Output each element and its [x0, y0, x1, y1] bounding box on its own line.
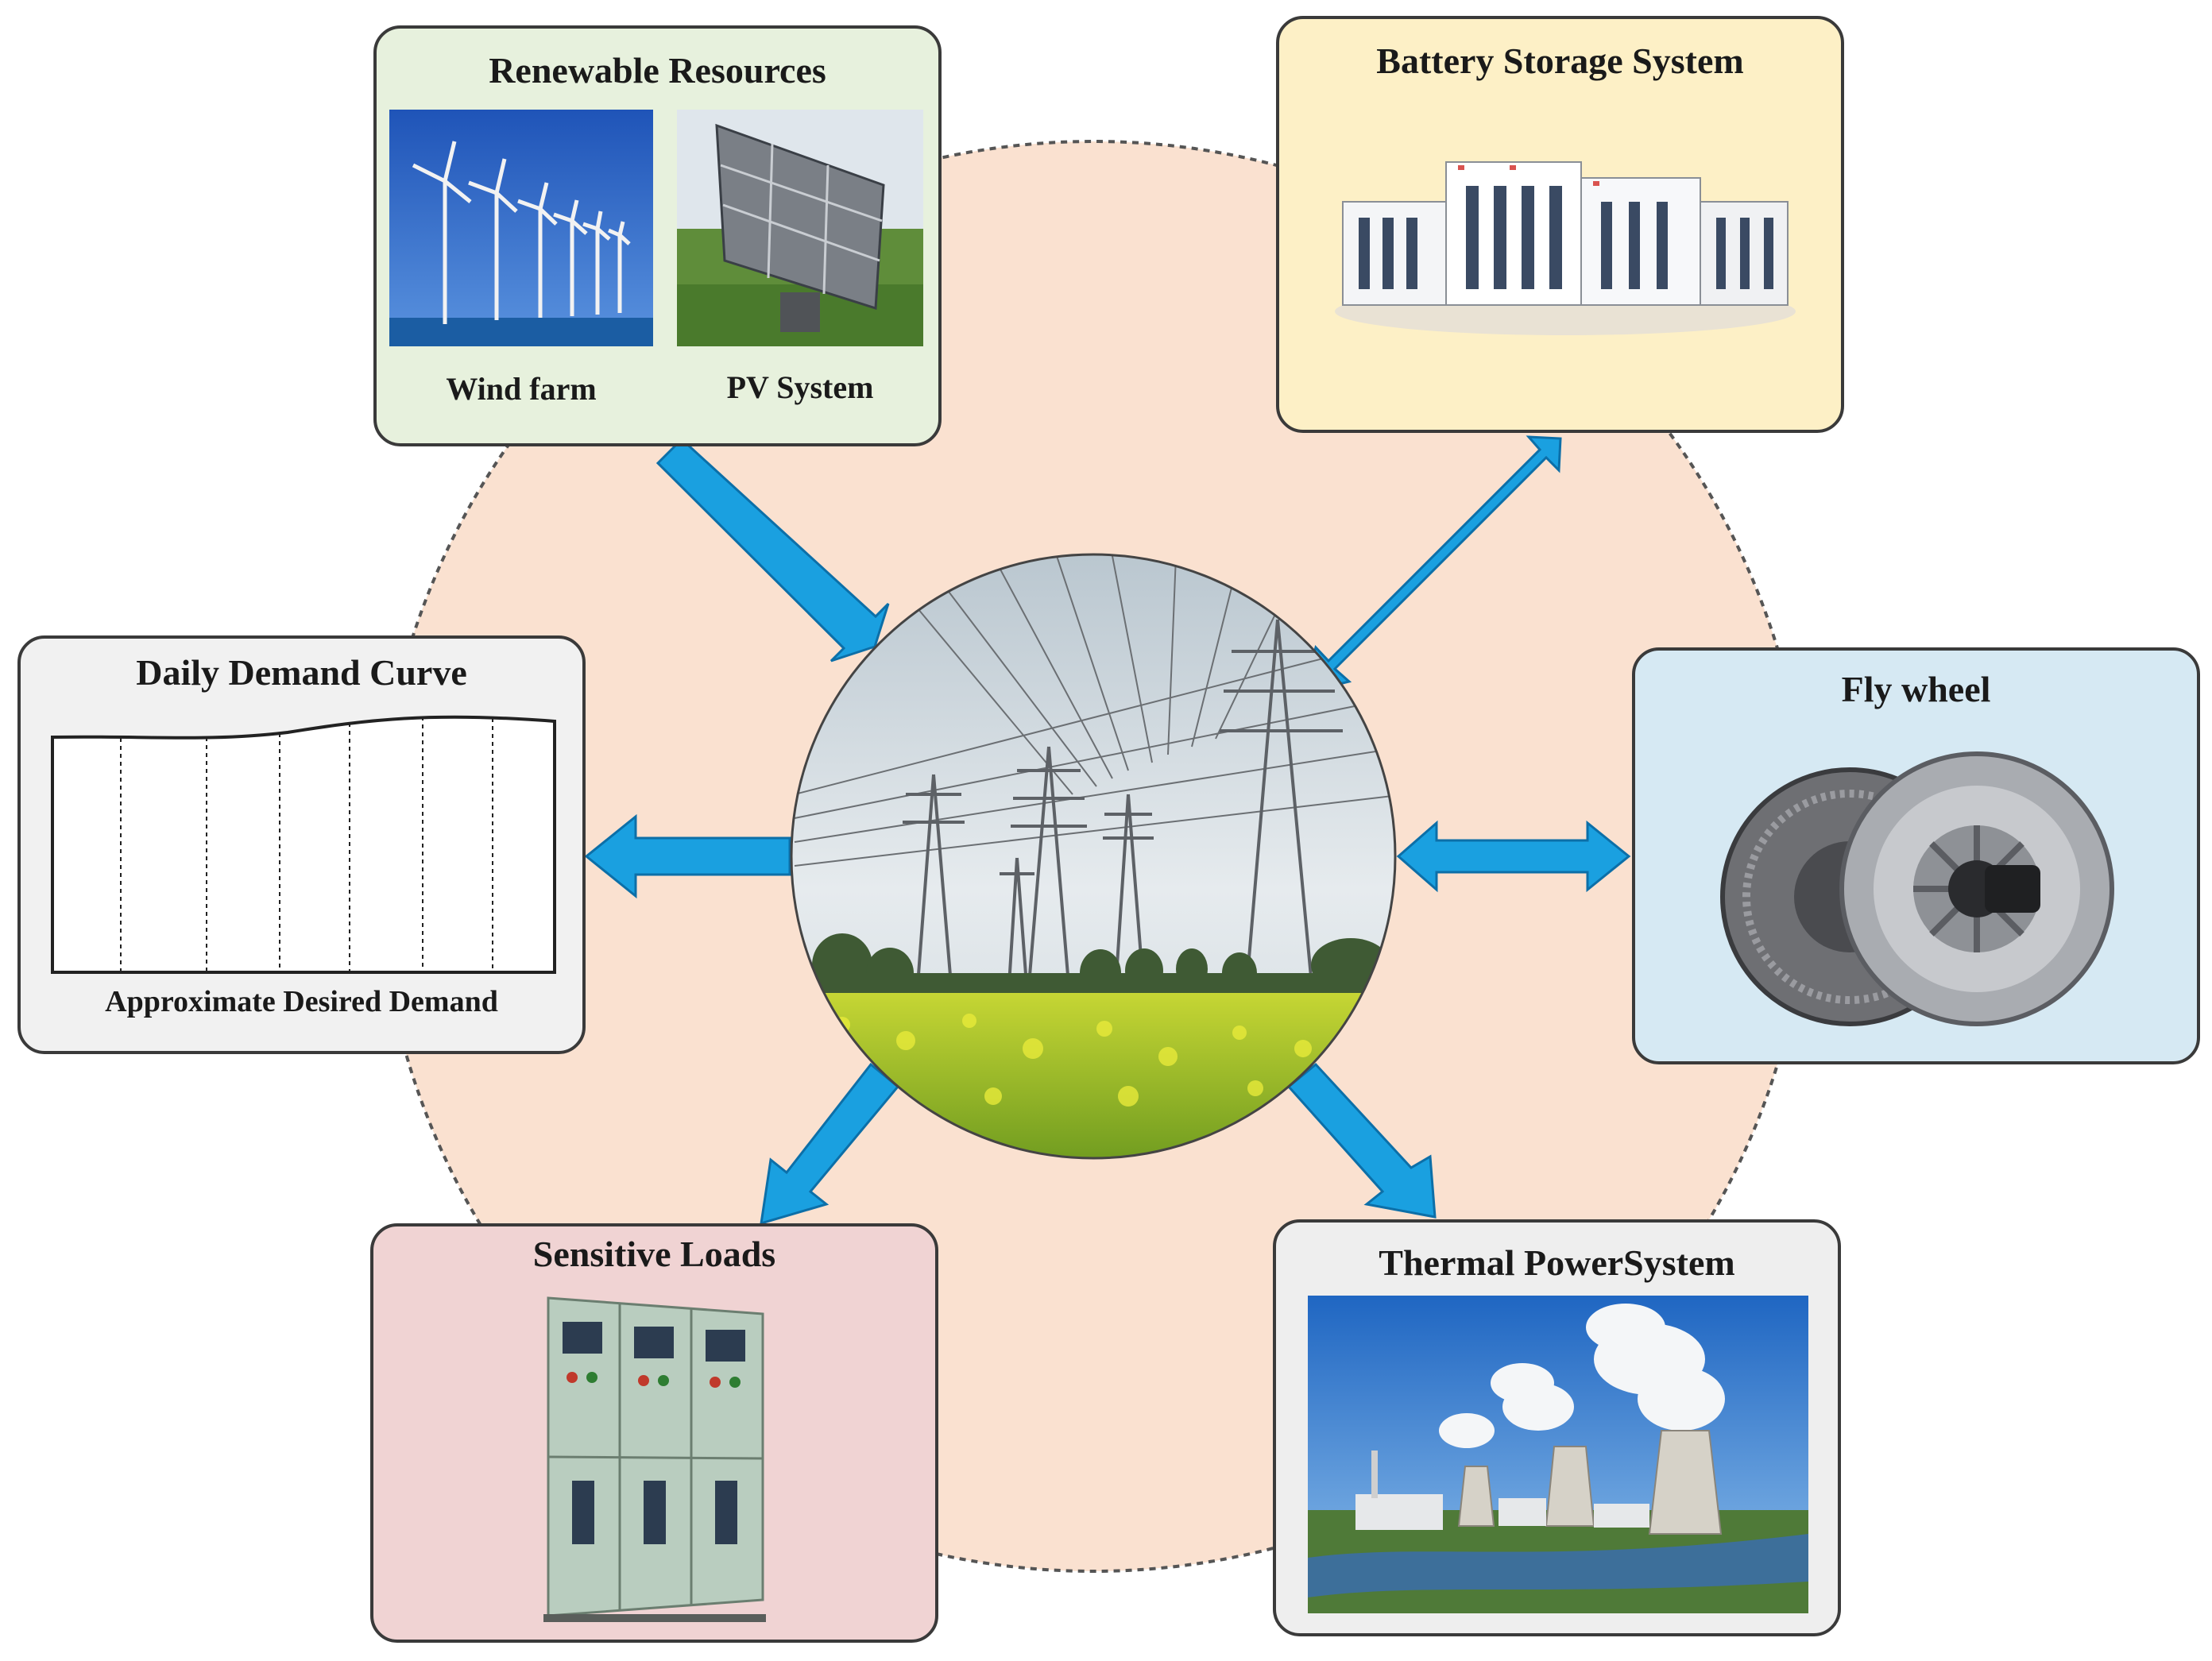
renewable-title: Renewable Resources — [489, 50, 826, 91]
daily-demand-curve-box: Daily Demand Curve Approximate Desired D… — [17, 635, 586, 1054]
battery-storage-image — [1327, 130, 1804, 353]
sensitive-loads-box: Sensitive Loads — [370, 1223, 938, 1643]
wind-farm-image — [389, 110, 653, 346]
battery-title: Battery Storage System — [1376, 41, 1744, 81]
thermal-title: Thermal PowerSystem — [1379, 1242, 1735, 1283]
flywheel-title: Fly wheel — [1841, 669, 1991, 709]
sensitive-loads-image — [532, 1282, 779, 1624]
sensitive-title: Sensitive Loads — [532, 1234, 776, 1274]
wind-farm-label: Wind farm — [446, 371, 597, 407]
pv-system-label: PV System — [726, 369, 874, 405]
thermal-power-box: Thermal PowerSystem — [1273, 1219, 1841, 1636]
thermal-power-image — [1308, 1296, 1808, 1613]
renewable-resources-box: Renewable Resources — [373, 25, 942, 446]
grid-image — [791, 554, 1395, 1158]
flywheel-box: Fly wheel — [1632, 647, 2200, 1064]
arrow-grid-to-thermal — [1286, 1062, 1437, 1219]
battery-storage-box: Battery Storage System — [1276, 16, 1844, 433]
demand-curve-graphic — [49, 713, 558, 975]
arrow-grid-to-demand — [584, 813, 791, 899]
demand-caption: Approximate Desired Demand — [105, 985, 498, 1018]
arrow-grid-to-sensitive — [760, 1062, 900, 1226]
pv-system-image — [677, 110, 923, 346]
arrow-renewable-to-grid — [655, 437, 890, 662]
arrow-flywheel-grid — [1396, 820, 1631, 893]
arrow-battery-grid — [1301, 435, 1562, 695]
demand-title: Daily Demand Curve — [136, 652, 467, 693]
flywheel-image — [1715, 722, 2128, 1040]
